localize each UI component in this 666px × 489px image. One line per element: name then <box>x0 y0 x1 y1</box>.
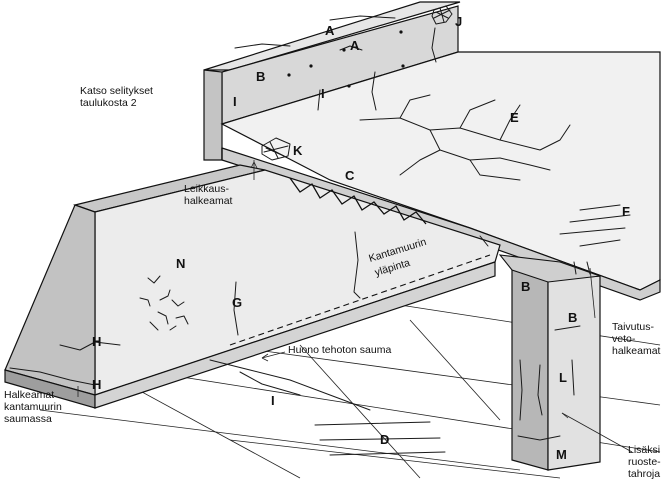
label-k: K <box>293 143 303 158</box>
label-c: C <box>345 168 355 183</box>
label-n: N <box>176 256 185 271</box>
caption-bending-cracks: Taivutus- veto- halkeamat <box>612 321 661 357</box>
parapet-end <box>203 69 223 161</box>
label-m: M <box>556 447 567 462</box>
svg-text:veto-: veto- <box>612 333 636 345</box>
label-h: H <box>92 334 101 349</box>
caption-poor-joint: Huono tehoton sauma <box>288 344 391 356</box>
ground-grid <box>39 304 661 479</box>
label-j: J <box>455 14 462 29</box>
label-d: D <box>380 432 389 447</box>
column-capital <box>498 254 601 283</box>
label-b: B <box>256 69 265 84</box>
parapet-dots <box>287 30 405 88</box>
label-i: I <box>233 94 237 109</box>
svg-text:halkeamat: halkeamat <box>184 195 233 207</box>
label-b: B <box>521 279 530 294</box>
svg-text:ruoste-: ruoste- <box>628 456 661 468</box>
label-h: H <box>92 377 101 392</box>
label-e: E <box>510 110 519 125</box>
label-a: A <box>350 38 360 53</box>
honeycomb-patch-j <box>431 5 453 25</box>
abutment-cracks <box>9 231 489 386</box>
label-i: I <box>271 393 275 408</box>
abutment-wing <box>4 204 96 396</box>
deck-map-cracks <box>359 94 571 181</box>
svg-text:Lisäksi: Lisäksi <box>628 444 660 456</box>
label-b: B <box>568 310 577 325</box>
leader-lines <box>77 160 633 453</box>
svg-text:tahroja: tahroja <box>628 468 660 480</box>
abutment-base-strip <box>94 261 496 409</box>
shear-crack-teeth <box>289 177 427 225</box>
svg-text:Halkeamat: Halkeamat <box>4 389 54 401</box>
svg-text:Leikkaus-: Leikkaus- <box>184 183 229 195</box>
label-f: F <box>622 204 630 219</box>
label-a: A <box>325 23 335 38</box>
label-g: G <box>232 295 242 310</box>
caption-extra-rust: Lisäksi ruoste- tahroja <box>628 444 661 480</box>
svg-text:halkeamat: halkeamat <box>612 345 661 357</box>
label-i: I <box>321 86 325 101</box>
parapet-cracks <box>234 15 437 111</box>
caption-shear-cracks: Leikkaus- halkeamat <box>184 183 233 207</box>
column-side <box>547 275 601 471</box>
pattern-cracks-n <box>139 275 189 331</box>
ground-cracks <box>209 359 446 456</box>
legend-note: Katso selitykset taulukosta 2 <box>80 85 153 109</box>
svg-text:taulukosta 2: taulukosta 2 <box>80 97 137 109</box>
wall-top-dashed-line <box>229 254 491 346</box>
svg-text:kantamuurin: kantamuurin <box>4 401 62 413</box>
label-l: L <box>559 370 567 385</box>
svg-text:Taivutus-: Taivutus- <box>612 321 655 333</box>
column-cracks <box>517 261 591 441</box>
honeycomb-patch-k <box>261 137 291 161</box>
svg-text:Katso selitykset: Katso selitykset <box>80 85 153 97</box>
deck-parallel-cracks <box>559 204 631 247</box>
parapet-top <box>203 1 461 71</box>
caption-wall-joint-cracks: Halkeamat kantamuurin saumassa <box>4 389 62 425</box>
svg-text:saumassa: saumassa <box>4 413 52 425</box>
